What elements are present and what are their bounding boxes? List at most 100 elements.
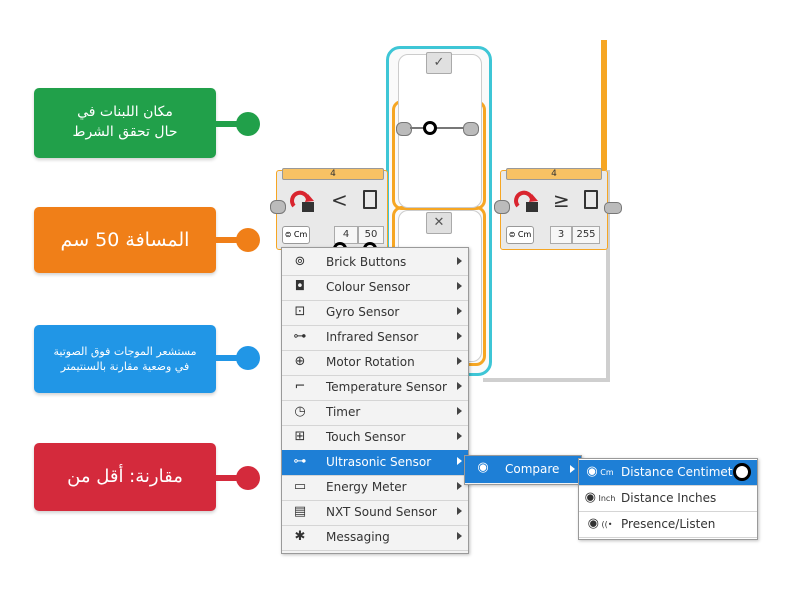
left-block-input-plug[interactable] <box>270 200 286 214</box>
left-block-port-header[interactable]: 4 <box>282 168 384 180</box>
presence-listen-icon: ◉ ((• <box>587 516 613 531</box>
true-lane-wire <box>410 127 464 129</box>
chevron-right-icon <box>457 507 462 515</box>
sensor-menu-item[interactable]: ▤ NXT Sound Sensor <box>282 500 468 526</box>
unit-label: Inch <box>598 494 616 503</box>
compare-menu-item[interactable]: ◉ Compare <box>465 456 581 483</box>
energy-meter-icon: ▭ <box>293 479 307 494</box>
right-block-param-port[interactable]: 3 <box>550 226 572 244</box>
sequence-wire-right <box>601 40 607 170</box>
sensor-menu-item-label: Energy Meter <box>326 480 407 494</box>
right-block-input-plug[interactable] <box>494 200 510 214</box>
right-block-operator: ≥ <box>553 188 570 212</box>
unit-label: Cm <box>600 468 614 477</box>
left-block-sensor-icon <box>288 188 318 214</box>
sensor-menu-item[interactable]: ⊶ Ultrasonic Sensor <box>282 450 468 476</box>
sensor-menu-item-label: Touch Sensor <box>326 430 406 444</box>
callout-true-branch-blocks-connector <box>216 121 246 127</box>
compare-submenu[interactable]: ◉ Compare <box>464 455 582 485</box>
sensor-menu-item-label: Infrared Sensor <box>326 330 419 344</box>
left-block-param-threshold[interactable]: 50 <box>358 226 384 244</box>
ultrasonic-sensor-icon: ⊶ <box>293 454 307 469</box>
distance-inch-icon: ◉ Inch <box>584 490 616 505</box>
chevron-right-icon <box>457 457 462 465</box>
left-block-value-icon <box>363 190 377 209</box>
callout-distance-50cm-text: المسافة 50 سم <box>60 228 190 251</box>
loop-return-line <box>606 170 610 380</box>
loop-return-bottom <box>483 378 610 382</box>
sensor-menu-item-label: Temperature Sensor <box>326 380 447 394</box>
sensor-menu-item-label: NXT Sound Sensor <box>326 505 437 519</box>
ultrasonic-cm-icon[interactable]: ⊜ Cm <box>282 226 310 244</box>
callout-compare-less-than-dot <box>236 466 260 490</box>
right-block-port-header[interactable]: 4 <box>506 168 602 180</box>
chevron-right-icon <box>457 432 462 440</box>
temperature-sensor-icon: ⌐ <box>294 379 306 394</box>
ultrasonic-mode-label: Distance Inches <box>621 491 717 505</box>
left-block-param-port[interactable]: 4 <box>334 226 358 244</box>
callout-ultrasonic-compare-cm-dot <box>236 346 260 370</box>
callout-distance-50cm-connector <box>216 237 246 243</box>
infrared-sensor-icon: ⊶ <box>293 329 307 344</box>
chevron-right-icon <box>457 282 462 290</box>
true-lane-plug-in[interactable] <box>396 122 412 136</box>
colour-sensor-icon: ◘ <box>294 279 306 294</box>
switch-true-tab[interactable]: ✓ <box>426 52 452 74</box>
sensor-menu-item[interactable]: ⊚ Brick Buttons <box>282 250 468 276</box>
sensor-menu-item-label: Brick Buttons <box>326 255 407 269</box>
right-block-mode-icon[interactable]: ⊜ Cm <box>506 226 534 244</box>
distance-cm-icon: ◉ Cm <box>586 464 614 479</box>
sensor-menu-item[interactable]: ⊞ Touch Sensor <box>282 425 468 451</box>
sensor-menu-item[interactable]: ▭ Energy Meter <box>282 475 468 501</box>
sensor-menu-item[interactable]: ⊕Motor Rotation <box>282 350 468 376</box>
chevron-right-icon <box>457 332 462 340</box>
sensor-menu-item-label: Colour Sensor <box>326 280 410 294</box>
gyro-sensor-icon: ⊡ <box>294 304 306 319</box>
right-block-output-plug[interactable] <box>604 202 622 214</box>
chevron-right-icon <box>457 307 462 315</box>
chevron-right-icon <box>457 257 462 265</box>
highlight-ring-distance-cm <box>733 463 751 481</box>
chevron-right-icon <box>457 407 462 415</box>
ultrasonic-mode-item[interactable]: ◉ Inch Distance Inches <box>579 486 757 512</box>
ultrasonic-mode-item[interactable]: ◉ ((•Presence/Listen <box>579 512 757 538</box>
sensor-menu-item[interactable]: ✱Messaging <box>282 525 468 551</box>
chevron-right-icon <box>570 465 575 473</box>
sensor-menu-item-label: Ultrasonic Sensor <box>326 455 432 469</box>
chevron-right-icon <box>457 357 462 365</box>
callout-true-branch-blocks-dot <box>236 112 260 136</box>
callout-true-branch-blocks: مكان اللبنات في حال تحقق الشرط <box>34 88 216 158</box>
highlight-ring-true-lane <box>423 121 437 135</box>
callout-distance-50cm: المسافة 50 سم <box>34 207 216 273</box>
sensor-type-menu[interactable]: ⊚ Brick Buttons ◘ Colour Sensor ⊡Gyro Sensor… <box>281 247 469 554</box>
chevron-right-icon <box>457 382 462 390</box>
sensor-menu-item[interactable]: ◘ Colour Sensor <box>282 275 468 301</box>
messaging-icon: ✱ <box>294 529 306 544</box>
touch-sensor-icon: ⊞ <box>294 429 306 444</box>
motor-rotation-icon: ⊕ <box>294 354 306 369</box>
true-lane-plug-out[interactable] <box>463 122 479 136</box>
sensor-menu-item[interactable]: ◷Timer <box>282 400 468 426</box>
left-block-operator: < <box>331 188 348 212</box>
sensor-menu-item[interactable]: ⊡Gyro Sensor <box>282 300 468 326</box>
nxt-sound-sensor-icon: ▤ <box>293 504 307 519</box>
unit-label: ((• <box>601 520 613 529</box>
callout-ultrasonic-compare-cm: مستشعر الموجات فوق الصوتية في وضعية مقار… <box>34 325 216 393</box>
brick-buttons-icon: ⊚ <box>294 254 306 269</box>
callout-compare-less-than-connector <box>216 475 246 481</box>
right-block-param-threshold[interactable]: 255 <box>572 226 600 244</box>
right-block-sensor-icon <box>512 188 542 214</box>
compare-icon: ◉ <box>477 460 489 475</box>
callout-compare-less-than-text: مقارنة: أقل من <box>67 466 183 488</box>
switch-false-tab[interactable]: ✕ <box>426 212 452 234</box>
callout-ultrasonic-compare-cm-connector <box>216 355 246 361</box>
sensor-menu-item[interactable]: ⊶ Infrared Sensor <box>282 325 468 351</box>
cross-icon: ✕ <box>433 215 445 230</box>
sensor-menu-item[interactable]: ⌐ Temperature Sensor <box>282 375 468 401</box>
chevron-right-icon <box>457 482 462 490</box>
right-block-value-icon <box>584 190 598 209</box>
chevron-right-icon <box>457 532 462 540</box>
callout-true-branch-blocks-text: مكان اللبنات في حال تحقق الشرط <box>72 104 178 140</box>
